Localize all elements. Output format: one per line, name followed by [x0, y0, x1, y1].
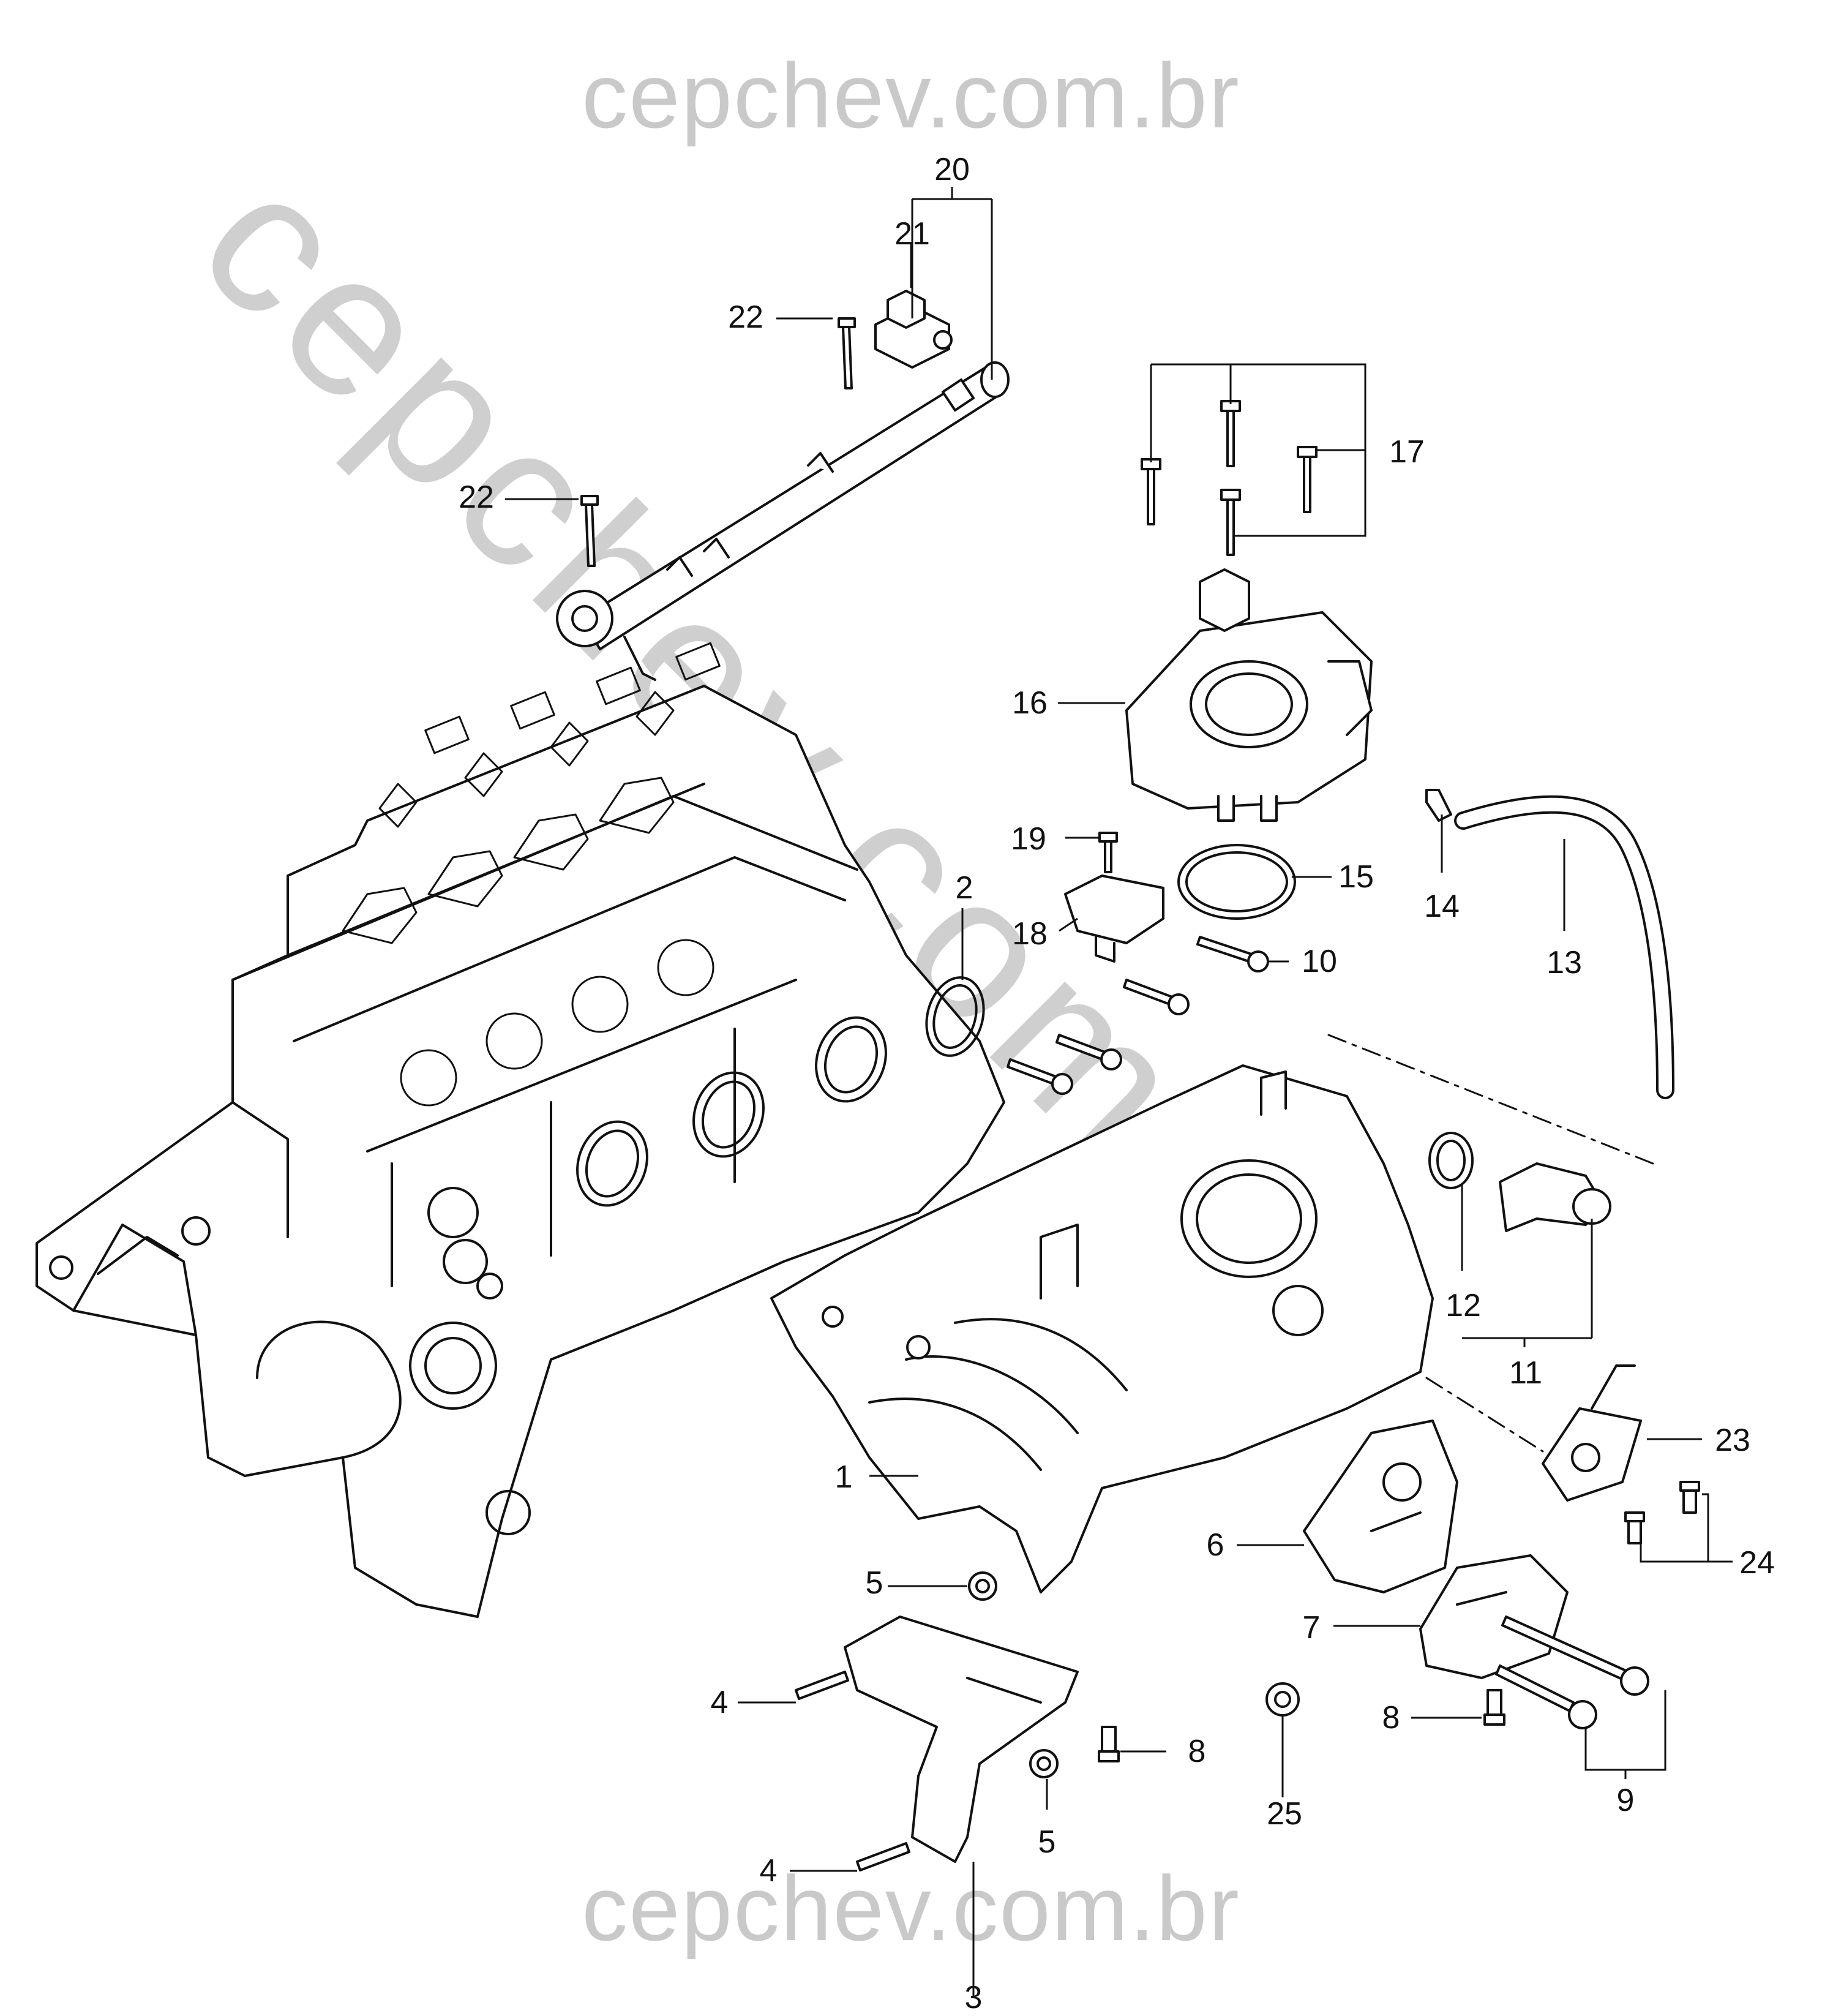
bolt-8-drawing	[1098, 1689, 1505, 1762]
callout-10: 10	[1302, 944, 1337, 979]
gasket-15-drawing	[1177, 844, 1296, 920]
gasket-2-drawing	[925, 976, 985, 1057]
bolt-22-drawing	[580, 317, 856, 567]
callout-25: 25	[1267, 1796, 1302, 1832]
stud-4-drawing	[795, 1671, 910, 1871]
bracket-7-drawing	[1419, 1554, 1569, 1679]
callout-12: 12	[1445, 1288, 1481, 1323]
engine-block-drawing	[36, 642, 1005, 1618]
throttle-body-drawing	[1125, 568, 1373, 822]
callout-9: 9	[1616, 1783, 1635, 1818]
bracket-3-drawing	[844, 1615, 1079, 1863]
leader-lines	[505, 187, 1733, 1996]
callout-14: 14	[1424, 889, 1460, 924]
callout-20: 20	[934, 152, 970, 187]
callout-8-left: 8	[1188, 1734, 1206, 1769]
callout-5-bottom: 5	[1038, 1824, 1056, 1860]
hose-drawing	[1425, 789, 1674, 1099]
fuel-rail-drawing	[556, 361, 1010, 681]
callout-5-top: 5	[865, 1565, 883, 1601]
callout-2: 2	[955, 870, 973, 906]
bolt-10-drawing	[1007, 936, 1269, 1095]
map-sensor-drawing	[1064, 832, 1164, 963]
nut-25-drawing	[1265, 1682, 1300, 1717]
bolt-9-drawing	[1495, 1615, 1649, 1729]
callout-19: 19	[1011, 821, 1046, 857]
bracket-6-drawing	[1303, 1420, 1458, 1593]
callout-4-bottom: 4	[759, 1853, 778, 1889]
callout-16: 16	[1012, 685, 1048, 721]
callout-22-lower: 22	[459, 480, 494, 515]
callout-11: 11	[1509, 1355, 1542, 1391]
callout-7: 7	[1302, 1610, 1321, 1646]
intake-manifold-drawing	[770, 1064, 1434, 1593]
callout-1: 1	[834, 1459, 853, 1495]
bolt-24-drawing	[1624, 1481, 1700, 1544]
callout-22-top: 22	[728, 299, 763, 335]
callout-24: 24	[1739, 1545, 1775, 1581]
callout-18: 18	[1012, 916, 1048, 952]
callout-3: 3	[964, 1980, 983, 2015]
watermark-bottom: cepchev.com.br	[582, 1857, 1240, 1960]
callout-4-top: 4	[710, 1685, 729, 1720]
callout-15: 15	[1338, 859, 1374, 895]
pressure-sensor-drawing	[874, 290, 953, 369]
callout-8-right: 8	[1382, 1700, 1400, 1736]
callout-13: 13	[1546, 945, 1582, 980]
callout-6: 6	[1206, 1527, 1224, 1563]
callout-17: 17	[1389, 434, 1425, 470]
plate-23-drawing	[1542, 1364, 1642, 1502]
fitting-11-drawing	[1428, 1132, 1611, 1232]
nut-5-drawing	[968, 1571, 1059, 1778]
callout-23: 23	[1715, 1423, 1750, 1458]
callout-21: 21	[894, 216, 930, 252]
watermark-top: cepchev.com.br	[582, 44, 1240, 147]
bolt-17-drawing	[1141, 400, 1318, 556]
